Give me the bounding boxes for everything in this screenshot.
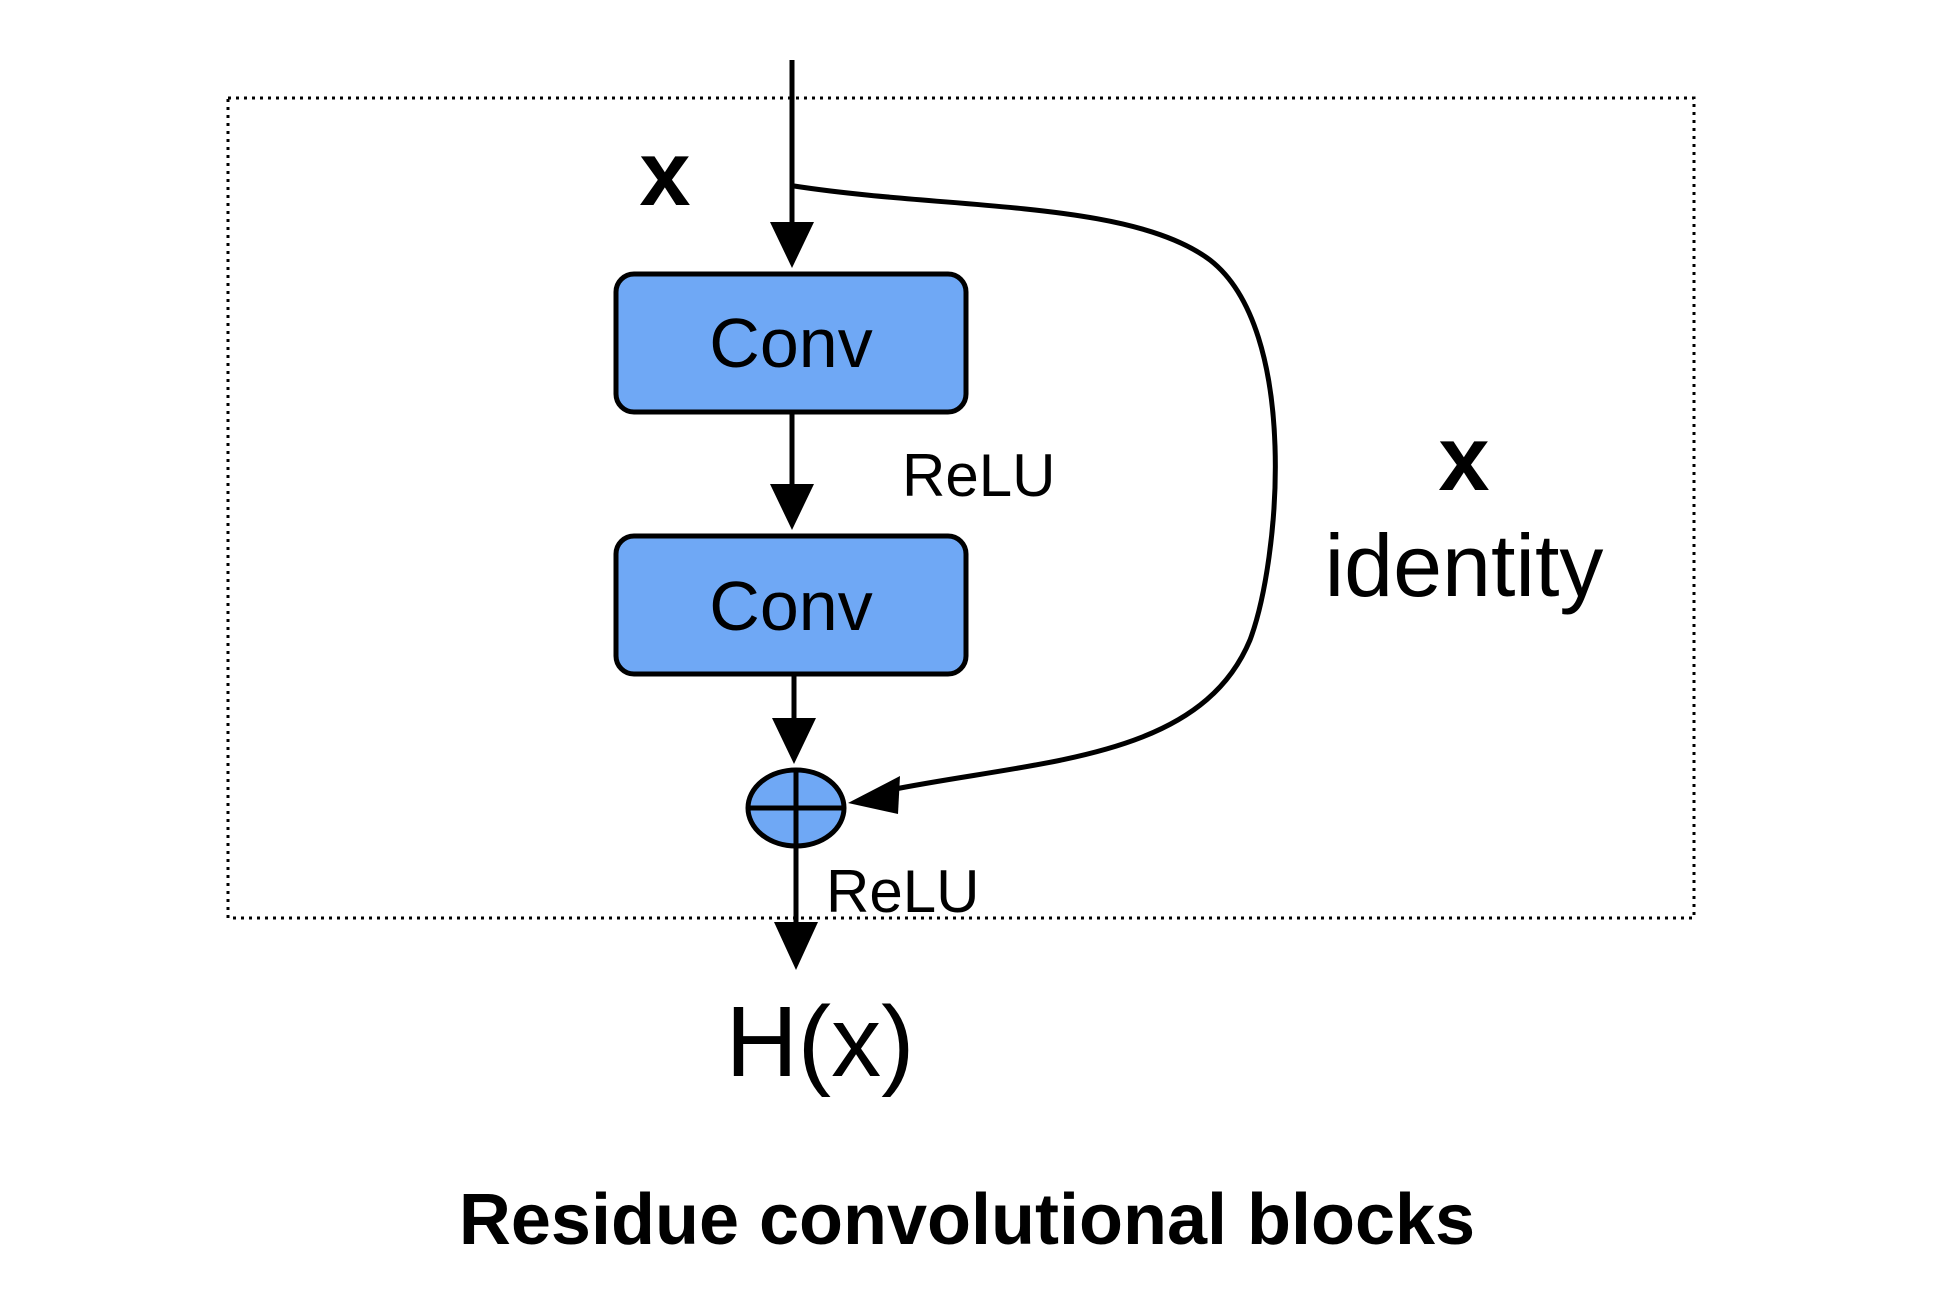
relu-label-1: ReLU bbox=[902, 442, 1055, 509]
input-label: x bbox=[639, 123, 690, 225]
relu-label-2: ReLU bbox=[826, 858, 979, 925]
conv-block-2-label: Conv bbox=[709, 567, 872, 645]
conv2-to-add-arrowhead bbox=[772, 718, 816, 764]
conv1-to-conv2-arrowhead bbox=[770, 484, 814, 530]
skip-label: x bbox=[1438, 408, 1489, 510]
identity-skip-arrowhead bbox=[848, 776, 900, 814]
output-label: H(x) bbox=[726, 986, 915, 1098]
conv-block-1-label: Conv bbox=[709, 304, 872, 382]
diagram-caption: Residue convolutional blocks bbox=[458, 1180, 1476, 1260]
conv-block-2 bbox=[613, 533, 969, 677]
skip-sublabel: identity bbox=[1325, 516, 1604, 615]
input-arrowhead bbox=[770, 222, 814, 268]
output-arrowhead bbox=[774, 922, 818, 970]
identity-skip-path bbox=[793, 183, 1278, 793]
residual-block-boundary bbox=[226, 96, 1696, 920]
